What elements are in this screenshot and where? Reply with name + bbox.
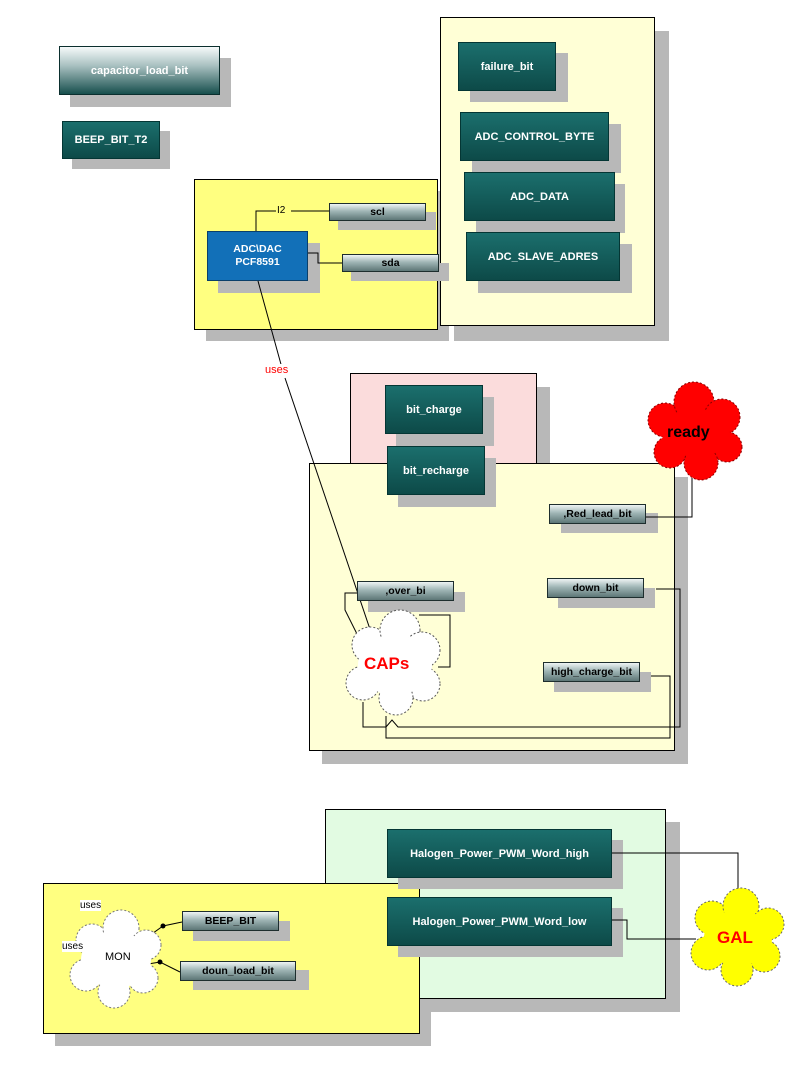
mon-cloud xyxy=(69,909,162,1009)
i2c-label: I2 xyxy=(277,205,286,216)
adc-dac-chip[interactable]: ADC\DAC PCF8591 xyxy=(207,231,308,281)
beep-bit-label: BEEP_BIT xyxy=(204,915,257,927)
gal-high-connector xyxy=(612,852,739,898)
beep-bit-pin[interactable]: BEEP_BIT xyxy=(182,911,279,931)
gal-low-connector xyxy=(612,919,696,940)
mon-beep-dot xyxy=(160,923,166,929)
caps-cloud xyxy=(345,609,441,716)
over-bi-label: ,over_bi xyxy=(385,585,426,597)
ready-cloud xyxy=(647,381,743,481)
capacitor-load-bit-block[interactable]: capacitor_load_bit xyxy=(59,46,220,95)
mon-doun-dot xyxy=(157,959,163,965)
bit-recharge-label: bit_recharge xyxy=(402,464,470,477)
ready-cloud-label: ready xyxy=(667,424,710,441)
ready-connector xyxy=(646,478,693,518)
capacitor-load-bit-label: capacitor_load_bit xyxy=(90,64,189,77)
doun-load-bit-pin[interactable]: doun_load_bit xyxy=(180,961,296,981)
high-charge-bit-pin[interactable]: high_charge_bit xyxy=(543,662,640,682)
uses-top-label: uses xyxy=(80,900,102,911)
high-charge-bit-label: high_charge_bit xyxy=(550,666,633,678)
halogen-pwm-low-block[interactable]: Halogen_Power_PWM_Word_low xyxy=(387,897,612,946)
caps-down-connector xyxy=(362,588,681,728)
red-lead-bit-label: ,Red_lead_bit xyxy=(563,508,632,520)
i2c-sda-connector xyxy=(307,252,342,264)
adc-slave-adres-label: ADC_SLAVE_ADRES xyxy=(487,250,599,263)
gal-cloud xyxy=(690,887,785,987)
caps-high-connector xyxy=(385,675,671,739)
bit-charge-block[interactable]: bit_charge xyxy=(385,385,483,434)
gal-cloud-label: GAL xyxy=(717,928,753,947)
sda-label: sda xyxy=(381,257,400,269)
doun-load-bit-label: doun_load_bit xyxy=(202,965,274,977)
uses-link-label: uses xyxy=(263,364,291,376)
beep-bit-t2-label: BEEP_BIT_T2 xyxy=(74,134,148,146)
red-lead-bit-pin[interactable]: ,Red_lead_bit xyxy=(549,504,646,524)
down-bit-label: down_bit xyxy=(572,582,619,594)
failure-bit-label: failure_bit xyxy=(480,60,534,73)
halogen-pwm-low-label: Halogen_Power_PWM_Word_low xyxy=(412,915,587,928)
failure-bit-block[interactable]: failure_bit xyxy=(458,42,556,91)
uses-connector xyxy=(257,280,283,369)
scl-label: scl xyxy=(370,206,385,218)
adc-dac-label-line1: ADC\DAC xyxy=(233,243,282,255)
halogen-pwm-high-block[interactable]: Halogen_Power_PWM_Word_high xyxy=(387,829,612,878)
mon-cloud-label: MON xyxy=(105,951,131,963)
caps-cloud-label: CAPs xyxy=(364,654,410,673)
adc-control-byte-block[interactable]: ADC_CONTROL_BYTE xyxy=(460,112,609,161)
adc-data-label: ADC_DATA xyxy=(510,190,569,203)
scl-pin[interactable]: scl xyxy=(329,203,426,221)
halogen-pwm-high-label: Halogen_Power_PWM_Word_high xyxy=(410,847,589,860)
i2c-scl-connector xyxy=(255,210,276,231)
adc-dac-label-line2: PCF8591 xyxy=(235,256,280,268)
adc-control-byte-label: ADC_CONTROL_BYTE xyxy=(474,130,595,143)
down-bit-pin[interactable]: down_bit xyxy=(547,578,644,598)
adc-data-block[interactable]: ADC_DATA xyxy=(464,172,615,221)
bit-charge-label: bit_charge xyxy=(406,403,462,416)
over-bi-connector xyxy=(344,592,361,641)
over-bi-pin[interactable]: ,over_bi xyxy=(357,581,454,601)
over-bi-connector xyxy=(419,614,451,668)
adc-slave-adres-block[interactable]: ADC_SLAVE_ADRES xyxy=(466,232,620,281)
beep-bit-t2-block[interactable]: BEEP_BIT_T2 xyxy=(62,121,160,159)
uses-connector xyxy=(284,377,377,648)
sda-pin[interactable]: sda xyxy=(342,254,439,272)
bit-recharge-block[interactable]: bit_recharge xyxy=(387,446,485,495)
uses-mid-label: uses xyxy=(62,941,84,952)
